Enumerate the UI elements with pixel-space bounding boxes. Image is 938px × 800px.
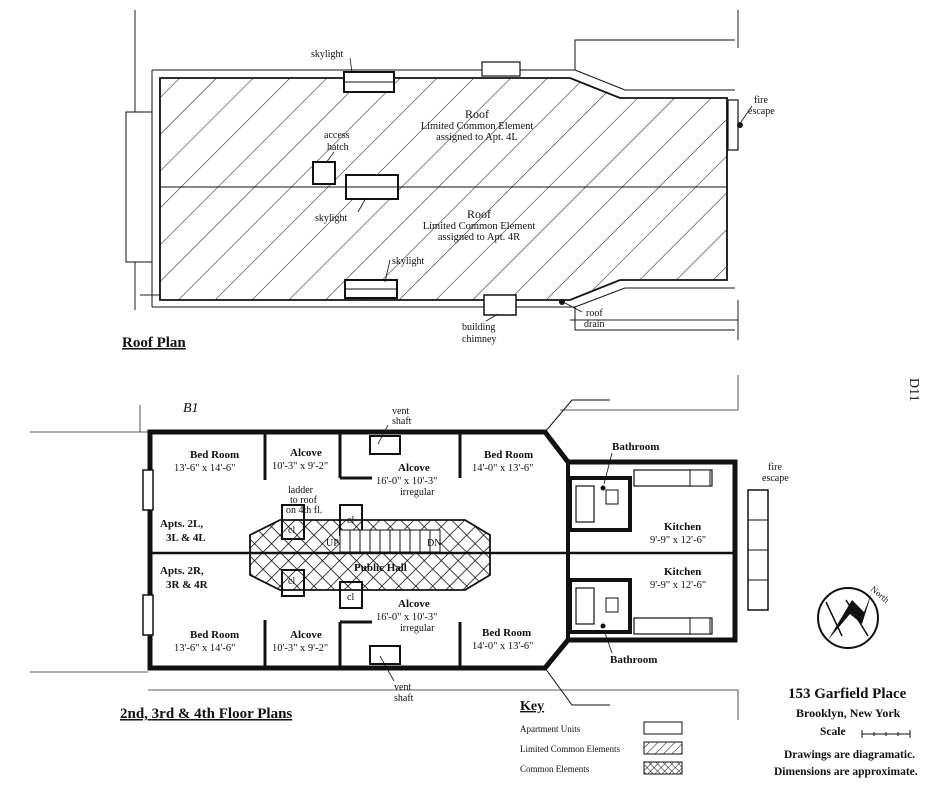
label-cl-2: cl xyxy=(347,515,354,526)
label-skylight-top: skylight xyxy=(311,49,343,60)
label-ladder-2: to roof xyxy=(290,495,318,506)
label-roof-drain-1: roof xyxy=(586,308,603,319)
roof-plan: skylight access hatch skylight skylight … xyxy=(122,10,775,351)
vent-shaft-top xyxy=(369,435,401,455)
key-title: Key xyxy=(520,699,544,714)
irregular-bc: irregular xyxy=(400,623,435,634)
north-arrow-icon xyxy=(817,587,879,649)
floor-plans: B1 vent shaft vent shaft Apts. 2L, 3L & … xyxy=(30,375,892,722)
roof-area xyxy=(159,77,728,301)
irregular-tc: irregular xyxy=(400,487,435,498)
label-bath-top: Bathroom xyxy=(612,441,659,453)
label-apts-right-2: 3R & 4R xyxy=(166,579,209,591)
title-block: 153 Garfield Place Brooklyn, New York Sc… xyxy=(774,378,921,778)
scale-label: Scale xyxy=(820,726,846,738)
label-access: access xyxy=(324,130,350,141)
label-alcove-tc: Alcove xyxy=(398,462,430,474)
label-ladder-3: on 4th fl. xyxy=(286,505,322,516)
label-vent-top-2: shaft xyxy=(392,416,412,427)
dim-bed-br: 14'-0" x 13'-6" xyxy=(472,641,533,652)
label-bed-br: Bed Room xyxy=(482,627,531,639)
label-up: UP xyxy=(326,538,339,549)
roof-drain xyxy=(559,299,565,305)
label-building: building xyxy=(462,322,495,333)
label-chimney: chimney xyxy=(462,334,496,345)
label-bed-tr: Bed Room xyxy=(484,449,533,461)
key-apartment-units: Apartment Units xyxy=(520,724,581,734)
dim-bed-bl: 13'-6" x 14'-6" xyxy=(174,643,235,654)
label-public-hall: Public Hall xyxy=(354,562,407,574)
dim-kitchen-bottom: 9'-9" x 12'-6" xyxy=(650,580,706,591)
legend-key: Key Apartment Units Limited Common Eleme… xyxy=(520,699,683,775)
page-id: D11 xyxy=(906,378,921,402)
svg-text:Roof: Roof xyxy=(467,207,491,221)
dim-bed-tr: 14'-0" x 13'-6" xyxy=(472,463,533,474)
handwritten-mark: B1 xyxy=(183,401,199,416)
note-approximate: Dimensions are approximate. xyxy=(774,766,918,778)
label-roof-drain-2: drain xyxy=(584,319,605,330)
label-roof-4l: Roof Limited Common Element assigned to … xyxy=(421,107,534,143)
label-kitchen-bottom: Kitchen xyxy=(664,566,701,578)
key-common: Common Elements xyxy=(520,764,590,774)
roof-fire-escape xyxy=(727,99,739,151)
dim-alcove-bl: 10'-3" x 9'-2" xyxy=(272,643,328,654)
label-ladder-1: ladder xyxy=(288,485,314,496)
scale-bar xyxy=(861,730,911,738)
label-skylight-low: skylight xyxy=(392,256,424,267)
svg-text:Limited Common Element: Limited Common Element xyxy=(423,221,536,232)
exterior-wall xyxy=(147,429,738,671)
floor-plans-title: 2nd, 3rd & 4th Floor Plans xyxy=(120,706,292,722)
label-hatch: hatch xyxy=(327,142,349,153)
svg-text:Roof: Roof xyxy=(465,107,489,121)
label-skylight-mid: skylight xyxy=(315,213,347,224)
label-cl-3: cl xyxy=(288,576,295,587)
note-diagramatic: Drawings are diagramatic. xyxy=(784,749,915,761)
address: 153 Garfield Place xyxy=(788,686,907,702)
svg-text:assigned to Apt. 4R: assigned to Apt. 4R xyxy=(438,232,520,243)
label-alcove-bc: Alcove xyxy=(398,598,430,610)
label-vent-top-1: vent xyxy=(392,406,409,417)
dim-alcove-tl: 10'-3" x 9'-2" xyxy=(272,461,328,472)
label-bed-tl: Bed Room xyxy=(190,449,239,461)
label-bath-bottom: Bathroom xyxy=(610,654,657,666)
label-cl-1: cl xyxy=(288,525,295,536)
label-apts-left-1: Apts. 2L, xyxy=(160,518,203,530)
label-fire: fire xyxy=(754,95,768,106)
dim-alcove-tc: 16'-0" x 10'-3" xyxy=(376,476,437,487)
dim-kitchen-top: 9'-9" x 12'-6" xyxy=(650,535,706,546)
label-bed-bl: Bed Room xyxy=(190,629,239,641)
label-cl-4: cl xyxy=(347,592,354,603)
label-kitchen-top: Kitchen xyxy=(664,521,701,533)
label-apts-left-2: 3L & 4L xyxy=(166,532,206,544)
roof-plan-title: Roof Plan xyxy=(122,335,186,351)
label-dn: DN xyxy=(427,538,441,549)
dim-bed-tl: 13'-6" x 14'-6" xyxy=(174,463,235,474)
svg-text:Limited Common Element: Limited Common Element xyxy=(421,121,534,132)
label-apts-right-1: Apts. 2R, xyxy=(160,565,204,577)
dim-alcove-bc: 16'-0" x 10'-3" xyxy=(376,612,437,623)
building-chimney xyxy=(483,294,517,316)
label-alcove-tl: Alcove xyxy=(290,447,322,459)
label-vent-bottom-1: vent xyxy=(394,682,411,693)
key-limited-common: Limited Common Elements xyxy=(520,744,620,754)
label-roof-4r: Roof Limited Common Element assigned to … xyxy=(423,207,536,243)
label-vent-bottom-2: shaft xyxy=(394,693,414,704)
svg-text:assigned to Apt. 4L: assigned to Apt. 4L xyxy=(436,132,518,143)
label-fire-floor-1: fire xyxy=(768,462,782,473)
vent-shaft-bottom xyxy=(369,645,401,665)
access-hatch xyxy=(312,161,336,185)
label-fire-floor-2: escape xyxy=(762,473,789,484)
city: Brooklyn, New York xyxy=(796,706,901,720)
label-escape: escape xyxy=(748,106,775,117)
label-alcove-bl: Alcove xyxy=(290,629,322,641)
